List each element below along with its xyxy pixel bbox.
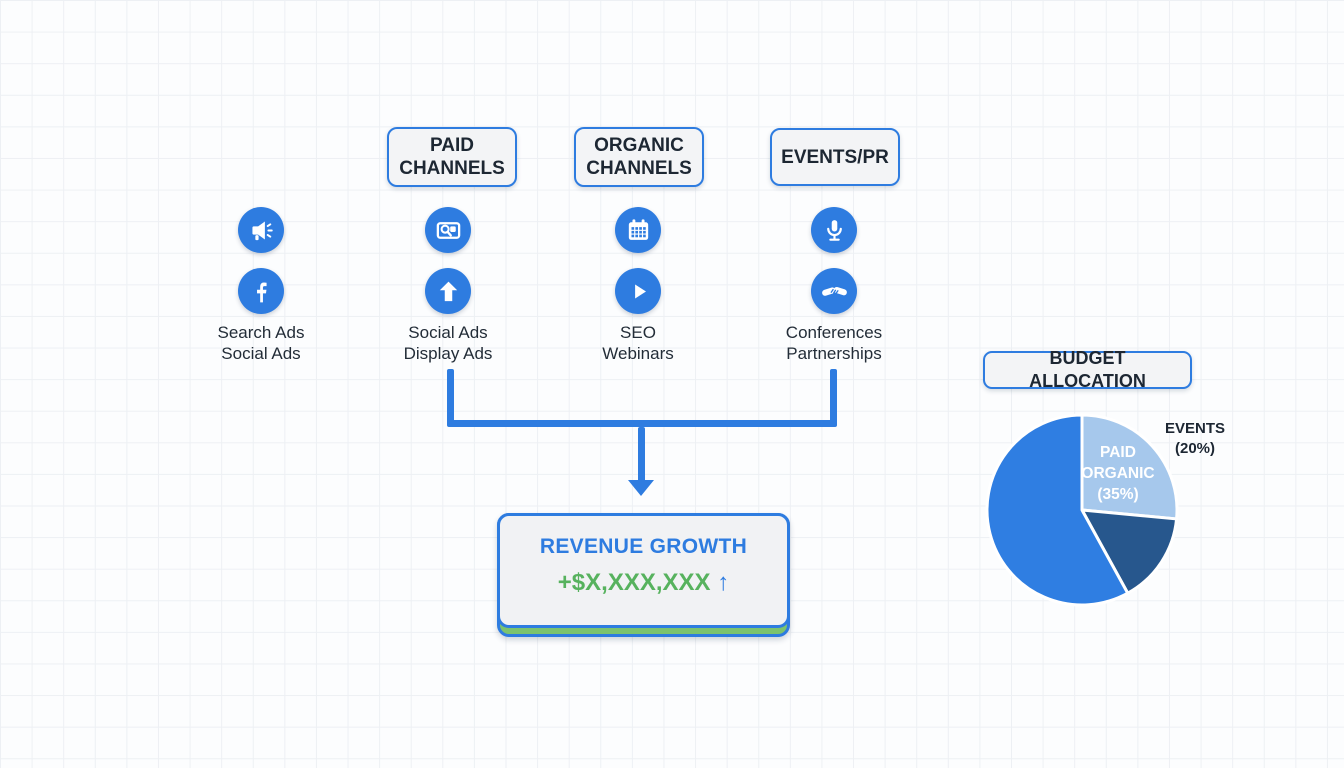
budget-allocation-title: BUDGET ALLOCATION <box>983 348 1192 391</box>
channel-label: Search Ads <box>217 323 305 342</box>
pie-label-events: EVENTS (20%) <box>1164 420 1225 457</box>
channel-label: Conferences <box>785 323 883 342</box>
budget-pie-chart <box>972 400 1192 620</box>
pie-label-paid-organic: PAID ORGANIC (35%) <box>1081 444 1155 503</box>
calendar-icon <box>615 207 661 253</box>
channel-label: Partnerships <box>786 344 882 363</box>
pie-slice-remainder <box>985 413 1130 607</box>
channel-label: Social Ads <box>408 323 488 342</box>
connector-horizontal <box>447 420 837 427</box>
megaphone-icon <box>238 207 284 253</box>
connector-center-vertical <box>638 427 645 482</box>
channel-label: Webinars <box>602 344 674 363</box>
column-events: Conferences Partnerships <box>754 207 914 364</box>
arrow-down-head <box>628 480 654 496</box>
arrow-up-icon <box>425 268 471 314</box>
header-organic-channels: ORGANIC CHANNELS <box>574 127 704 187</box>
header-paid-channels: PAID CHANNELS <box>387 127 517 187</box>
connector-left-vertical <box>447 369 454 423</box>
channel-label: Display Ads <box>403 344 493 363</box>
connector-right-vertical <box>830 369 837 423</box>
column-organic: SEO Webinars <box>558 207 718 364</box>
header-events-pr: EVENTS/PR <box>770 128 900 186</box>
column-search-social: Search Ads Social Ads <box>181 207 341 364</box>
play-icon <box>615 268 661 314</box>
pie-slice-paid-organic <box>1080 413 1179 521</box>
microphone-icon <box>811 207 857 253</box>
facebook-icon <box>238 268 284 314</box>
revenue-growth-box: REVENUE GROWTH +$X,XXX,XXX ↑ <box>497 513 790 637</box>
handshake-icon <box>811 268 857 314</box>
search-ad-icon <box>425 207 471 253</box>
revenue-growth-title: REVENUE GROWTH <box>539 535 748 558</box>
channel-label: SEO <box>620 323 656 342</box>
column-paid: Social Ads Display Ads <box>368 207 528 364</box>
channel-label: Social Ads <box>221 344 301 363</box>
revenue-growth-value: +$X,XXX,XXX ↑ <box>557 569 730 596</box>
pie-slice-events <box>1080 508 1179 595</box>
up-arrow-icon: ↑ <box>717 569 730 596</box>
